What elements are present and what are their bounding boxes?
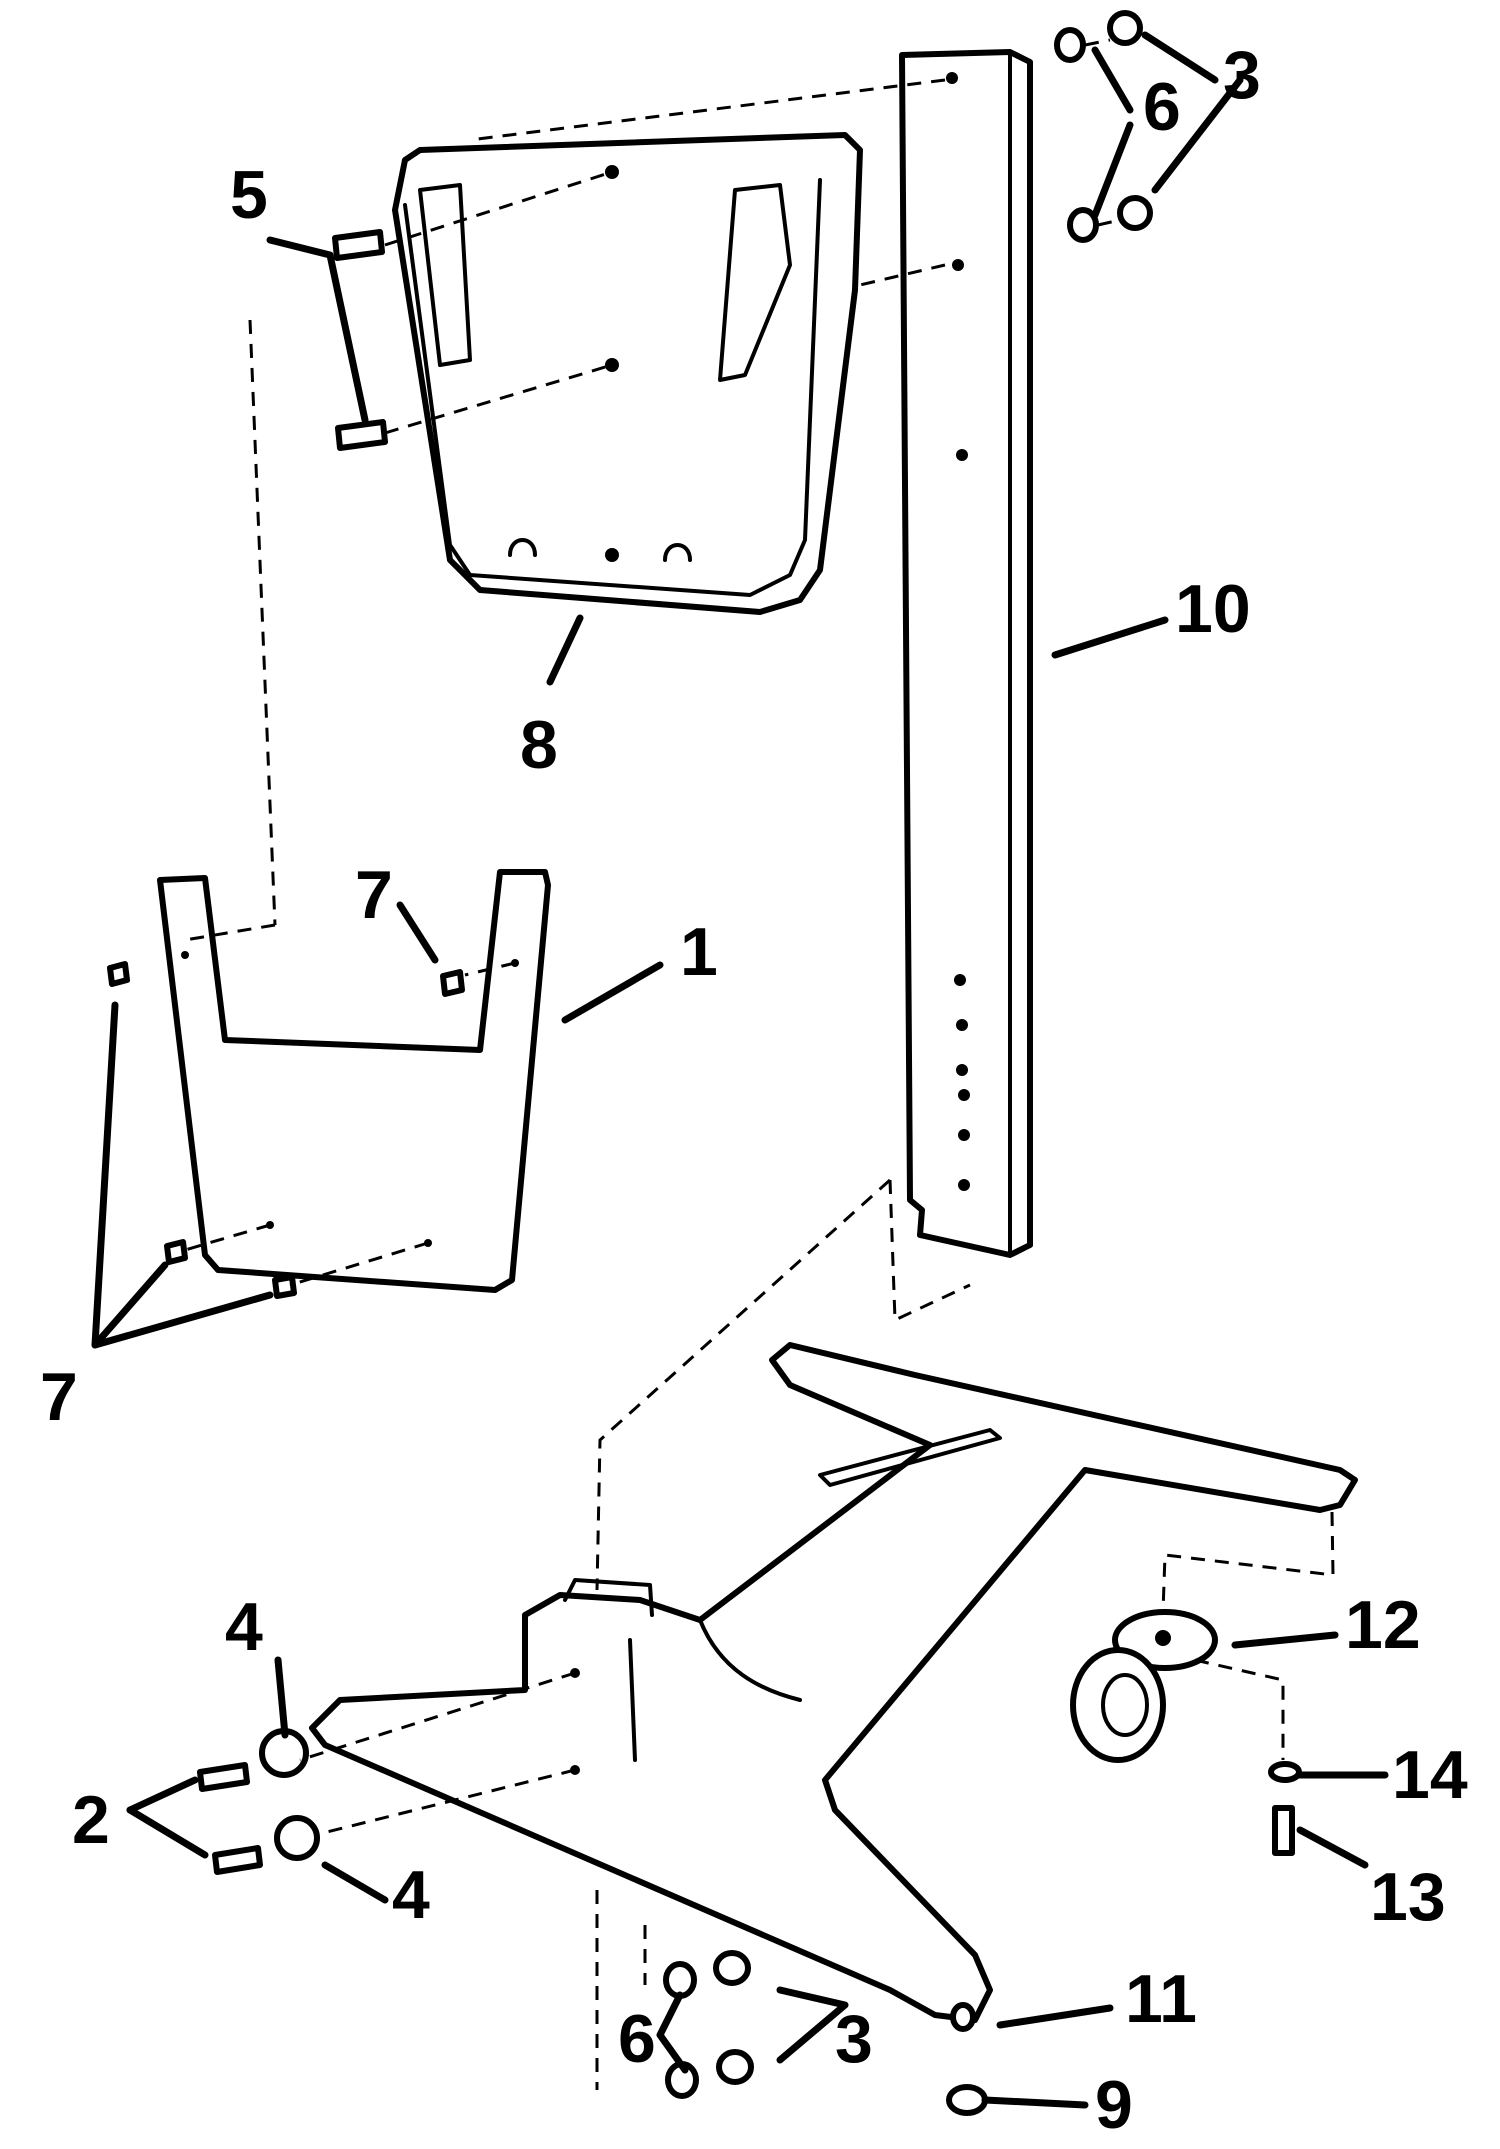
assembly-lines [184,38,1335,2090]
tray-screws-part [332,229,388,451]
callout-6-bottom: 6 [618,2001,656,2077]
callout-11: 11 [1125,1961,1197,2037]
caster-wheel-part [1070,1609,1218,1763]
callout-4-top: 4 [225,1589,263,1665]
front-panel-part [107,869,551,1299]
callout-1: 1 [680,914,718,990]
callout-3-bottom: 3 [835,2001,873,2077]
callout-12: 12 [1345,1587,1421,1663]
callout-14: 14 [1392,1737,1468,1813]
leader-lines [91,31,1389,2109]
callout-7-top: 7 [355,857,393,933]
tray-part [392,132,863,615]
column-part [899,49,1033,1258]
callout-5: 5 [230,157,268,233]
callout-2: 2 [72,1782,110,1858]
callout-labels: 3 6 5 10 8 7 1 7 4 12 14 2 13 4 11 6 3 9 [40,37,1468,2143]
callout-8: 8 [520,707,558,783]
callout-3-top: 3 [1223,37,1261,113]
callout-9: 9 [1095,2067,1133,2143]
callout-13: 13 [1370,1859,1446,1935]
callout-4-bottom: 4 [392,1857,430,1933]
callout-7-bottom: 7 [40,1359,78,1435]
base-part [309,1342,1358,2023]
callout-10: 10 [1175,571,1251,647]
callout-6-top: 6 [1143,69,1181,145]
